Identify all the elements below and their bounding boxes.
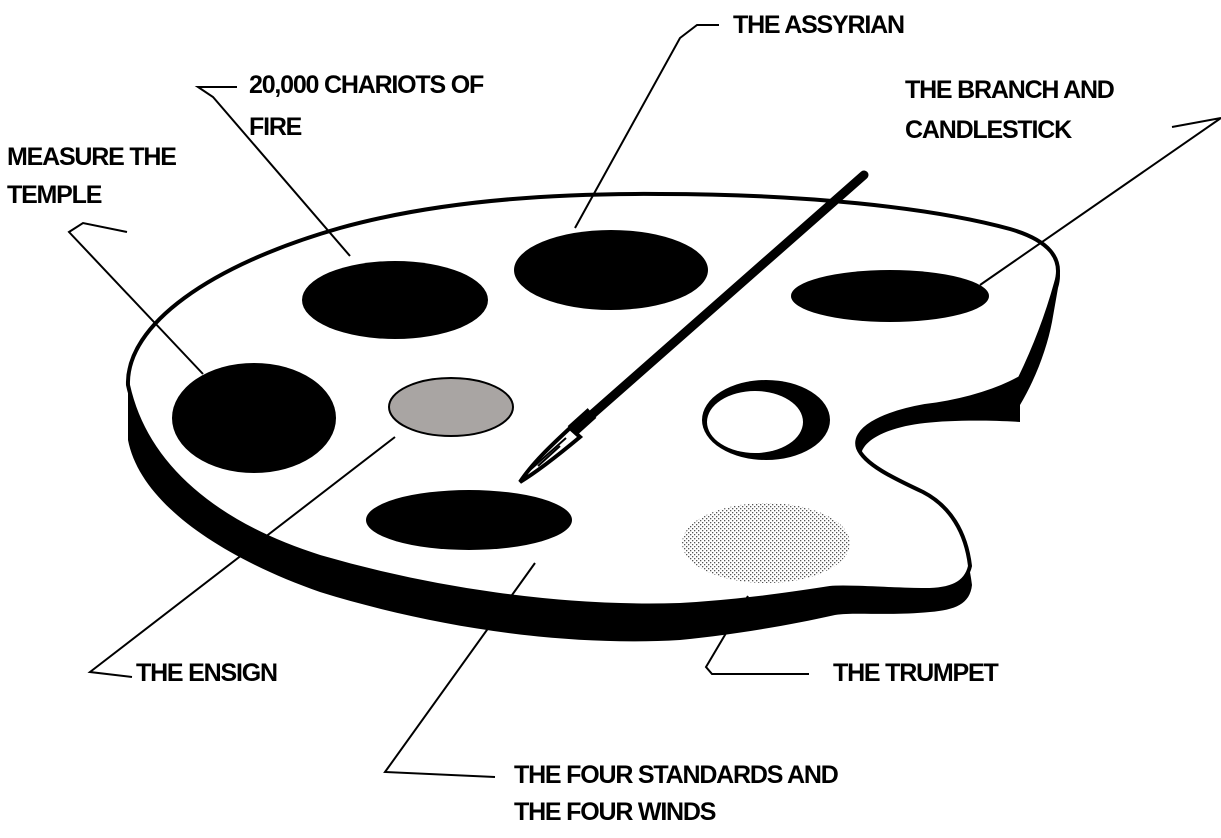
- label-the-ensign: THE ENSIGN: [136, 658, 277, 688]
- label-the-assyrian: THE ASSYRIAN: [733, 10, 904, 40]
- label-branch-line-2: CANDLESTICK: [905, 115, 1071, 145]
- label-the-trumpet: THE TRUMPET: [833, 658, 998, 688]
- label-four-line-2: THE FOUR WINDS: [514, 797, 715, 827]
- label-branch-line-1: THE BRANCH AND: [905, 75, 1114, 105]
- trumpet-well: [682, 503, 850, 583]
- ring-well: [702, 380, 830, 460]
- branch-well: [791, 270, 989, 322]
- label-measure-line-1: MEASURE THE: [7, 142, 176, 172]
- label-measure-line-2: TEMPLE: [7, 180, 101, 210]
- ensign-well: [389, 378, 513, 436]
- label-four-line-1: THE FOUR STANDARDS AND: [514, 760, 838, 790]
- assyrian-well: [514, 230, 708, 310]
- measure-well: [172, 363, 336, 473]
- four-winds-well: [366, 490, 572, 550]
- label-chariots-line-1: 20,000 CHARIOTS OF: [249, 70, 483, 100]
- label-chariots-line-2: FIRE: [249, 112, 301, 142]
- chariots-well: [302, 261, 488, 339]
